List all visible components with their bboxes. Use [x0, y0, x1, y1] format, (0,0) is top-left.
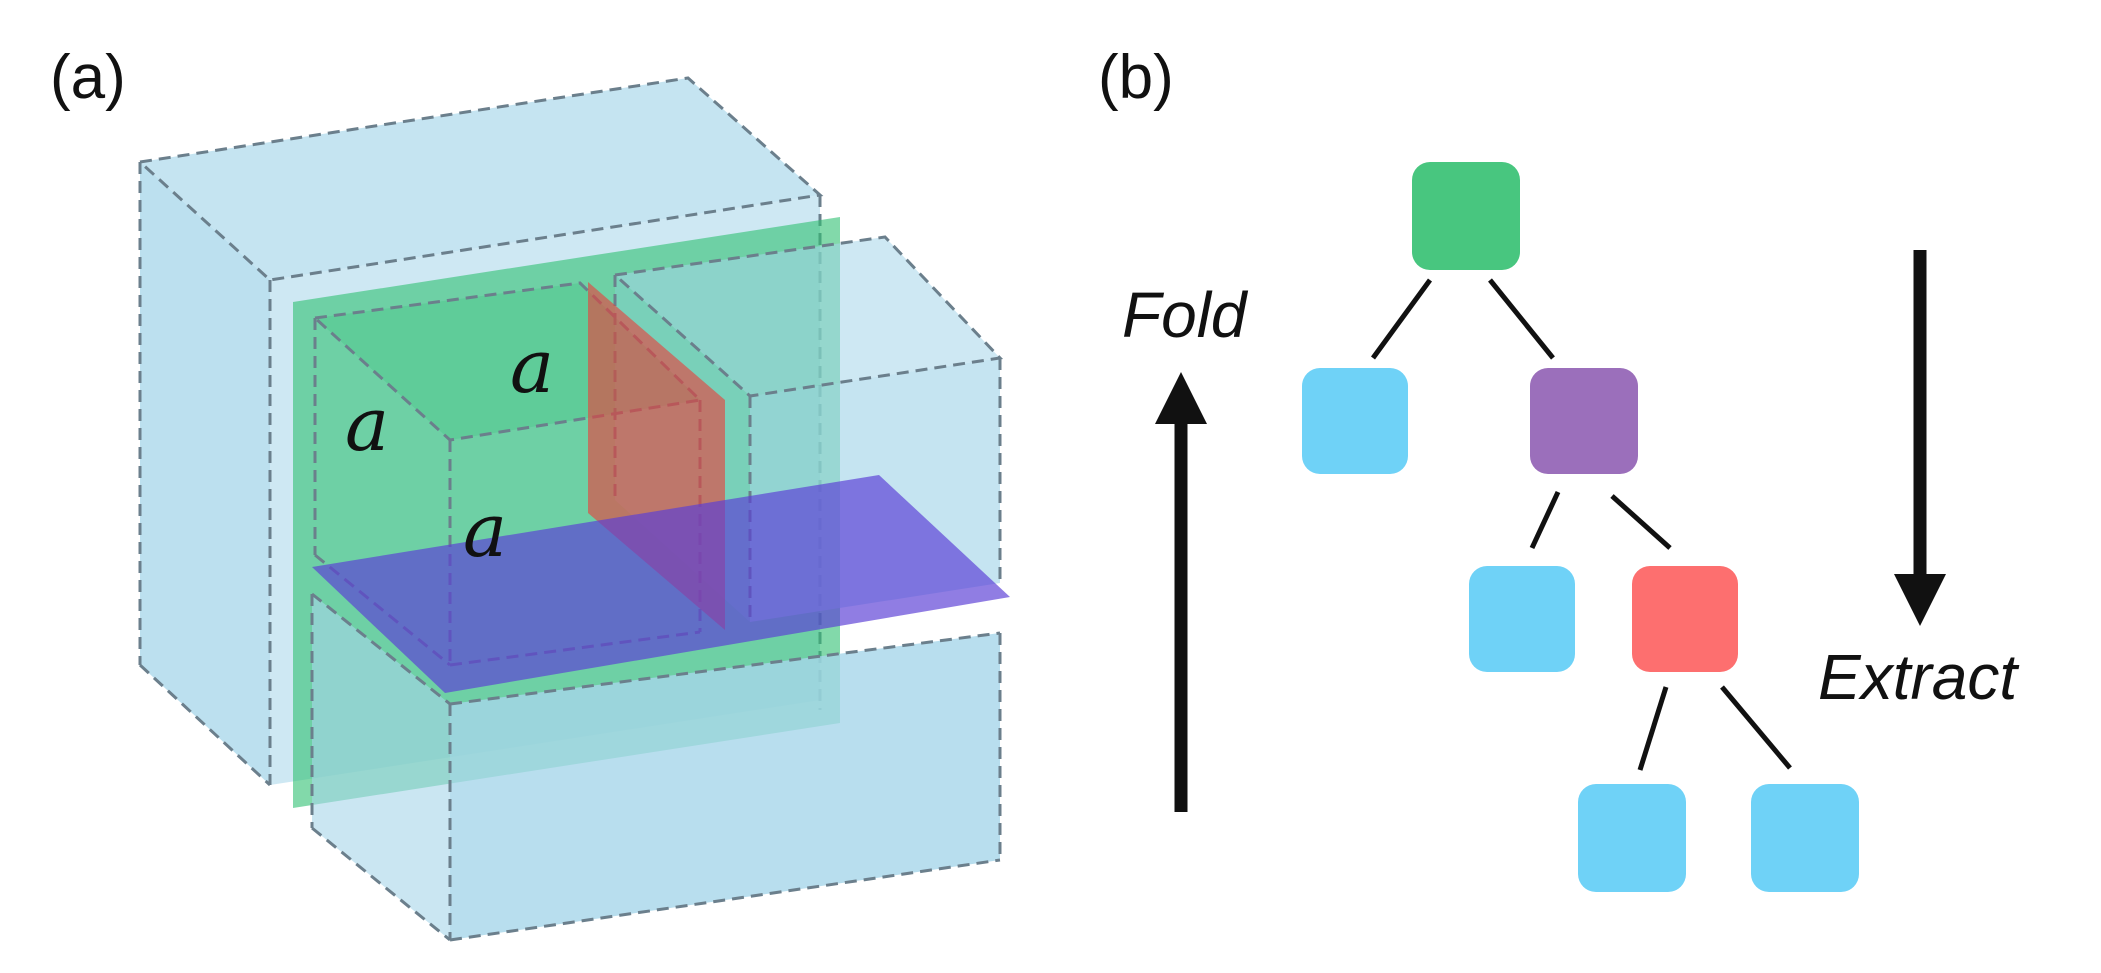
extract-label: Extract: [1818, 641, 2019, 713]
tree-edge: [1610, 494, 1672, 550]
panel-a-label: (a): [50, 43, 126, 112]
tree-node-leaf: [1469, 566, 1575, 672]
panel-a: (a): [50, 43, 1010, 942]
tree-node-internal: [1530, 368, 1638, 474]
tree-node-leaf: [1578, 784, 1686, 892]
panel-b-label: (b): [1098, 43, 1174, 112]
panel-b: (b) Fold Extract: [1098, 43, 2019, 892]
tree-edge: [1637, 686, 1669, 771]
lower-box: [310, 592, 1002, 942]
tree-node-leaf: [1302, 368, 1408, 474]
tree-node-internal-2: [1632, 566, 1738, 672]
fold-label: Fold: [1122, 279, 1249, 351]
edge-label-a-2: a: [510, 324, 554, 410]
tree-edge: [1529, 490, 1561, 550]
purple-plane: [312, 475, 1010, 693]
edge-label-a-1: a: [345, 382, 389, 468]
tree-edge: [1370, 278, 1433, 360]
tree-node-leaf: [1751, 784, 1859, 892]
tree-edges: [1370, 278, 1792, 771]
edge-label-a-3: a: [463, 488, 507, 574]
tree-edge: [1488, 278, 1555, 360]
cube-assembly: a a a: [136, 76, 1010, 942]
tree-node-root: [1412, 162, 1520, 270]
tree-nodes: [1302, 162, 1859, 892]
tree-edge: [1720, 685, 1792, 770]
